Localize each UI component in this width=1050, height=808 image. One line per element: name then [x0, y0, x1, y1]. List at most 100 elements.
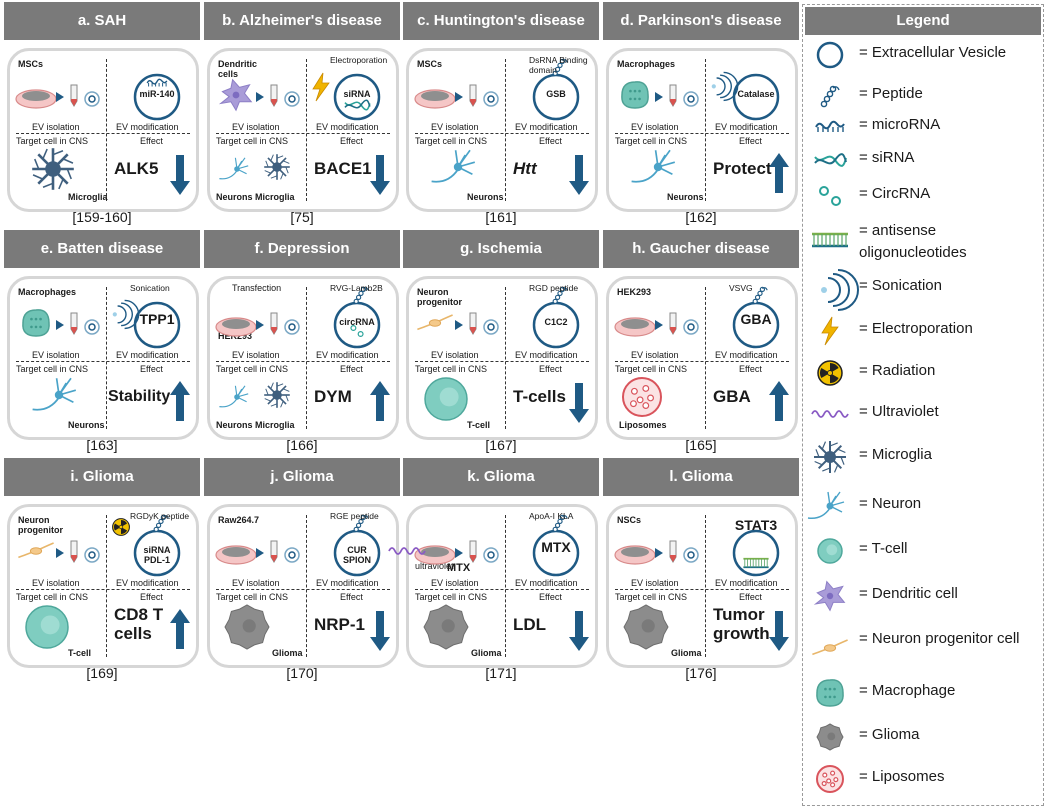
legend-item-label: = CircRNA	[859, 185, 931, 202]
target-cell-graphic	[32, 148, 74, 190]
effect-label: BACE1	[314, 159, 372, 178]
legend-item: = Extracellular Vesicle	[803, 37, 1041, 77]
effect-header: Effect	[739, 592, 762, 602]
microglia-icon	[814, 441, 846, 473]
ev-modification-label: EV modification	[715, 122, 778, 132]
antisense-oligonucleotides-icon	[812, 232, 848, 248]
legend-item-label: = Extracellular Vesicle	[859, 44, 1007, 61]
ev-modification-graphic	[732, 529, 780, 577]
sirna-icon	[814, 153, 847, 167]
source-cell-label: Raw264.7	[218, 515, 260, 525]
target-cell-label: T-cell	[467, 420, 491, 430]
effect-header: Effect	[340, 364, 363, 374]
legend-item-label: = Neuron	[859, 495, 922, 512]
legend-item: = Peptide	[803, 78, 1041, 118]
legend-title: Legend	[805, 7, 1041, 35]
modification-label: STAT3	[734, 517, 778, 533]
t-cell-icon	[817, 538, 843, 564]
panel-title: c. Huntington's disease	[403, 2, 599, 40]
quadrant-divider-vertical	[505, 287, 506, 429]
modification-label: MTX	[541, 539, 571, 555]
quadrant-divider-horizontal	[216, 133, 390, 134]
effect-label: NRP-1	[314, 615, 366, 634]
up-arrow-icon	[170, 609, 190, 649]
source-cell-label: Dendritic cells	[218, 59, 258, 79]
target-cell-label: T-cell	[68, 648, 92, 658]
quadrant-divider-vertical	[505, 515, 506, 657]
ev-modification-graphic	[532, 58, 580, 121]
panel-title: f. Depression	[204, 230, 400, 268]
ev-isolation-label: EV isolation	[631, 578, 679, 588]
quadrant-divider-vertical	[106, 59, 107, 201]
up-arrow-icon	[170, 381, 190, 421]
quadrant-divider-vertical	[705, 515, 706, 657]
ev-isolation-graphic	[215, 540, 300, 565]
effect-header: Effect	[739, 364, 762, 374]
target-cell-header: Target cell in CNS	[16, 364, 89, 374]
modification-label: Catalase	[737, 89, 775, 99]
legend-item-label: = Macrophage	[859, 682, 956, 699]
legend-item: = siRNA	[803, 142, 1041, 182]
target-cell-header: Target cell in CNS	[415, 592, 488, 602]
target-cell-graphic	[631, 149, 676, 183]
ev-modification-label: EV modification	[316, 122, 379, 132]
target-cell-label: Glioma	[671, 648, 702, 658]
panel-title: e. Batten disease	[4, 230, 200, 268]
ev-isolation-label: EV isolation	[431, 578, 479, 588]
ev-isolation-label: EV isolation	[431, 122, 479, 132]
ultraviolet-icon	[811, 410, 849, 418]
reference-label: [162]	[685, 209, 717, 225]
panel-title: d. Parkinson's disease	[603, 2, 799, 40]
quadrant-divider-horizontal	[415, 589, 589, 590]
ev-isolation-label: EV isolation	[32, 350, 80, 360]
macrophage-icon	[816, 679, 844, 707]
legend-box: Legend = Extracellular Vesicle = Peptide =…	[802, 4, 1044, 806]
source-cell-label: Neuron progenitor	[417, 287, 462, 307]
target-cell-graphic	[32, 377, 77, 411]
reference-label: [165]	[685, 437, 717, 453]
modification-label: miR-140	[139, 89, 175, 99]
ev-modification-graphic	[312, 72, 381, 121]
quadrant-divider-horizontal	[16, 361, 190, 362]
ev-modification-graphic	[133, 73, 181, 121]
source-method-label: Transfection	[232, 283, 282, 293]
quadrant-divider-horizontal	[615, 133, 789, 134]
modification-label: C1C2	[544, 317, 568, 327]
reference-label: [176]	[685, 665, 717, 681]
target-cell-label: Neurons	[667, 192, 704, 202]
microrna-icon	[815, 120, 845, 132]
ev-modification-graphic	[732, 286, 780, 349]
modification-method-label: Sonication	[130, 283, 170, 293]
quadrant-divider-horizontal	[216, 589, 390, 590]
legend-item-label: = Dendritic cell	[859, 585, 958, 602]
legend-item-label: = Peptide	[859, 85, 923, 102]
target-cell-label: Glioma	[471, 648, 502, 658]
ev-modification-label: EV modification	[515, 578, 578, 588]
target-cell-graphic	[219, 382, 290, 408]
effect-label: GBA	[713, 387, 751, 406]
modification-label: circRNA	[339, 317, 375, 327]
quadrant-divider-horizontal	[16, 133, 190, 134]
modification-method-label: RGDyK peptide	[130, 511, 190, 521]
ev-isolation-graphic	[18, 540, 100, 563]
up-arrow-icon	[769, 381, 789, 421]
up-arrow-icon	[769, 153, 789, 193]
ev-modification-label: EV modification	[316, 350, 379, 360]
legend-item-label: = Electroporation	[859, 320, 973, 337]
up-arrow-icon	[370, 381, 390, 421]
legend-item-label: = Neuron progenitor cell	[859, 630, 1020, 647]
legend-item: = antisense oligonucleotides	[803, 222, 1041, 262]
ev-isolation-graphic	[215, 312, 300, 337]
legend-item: = Ultraviolet	[803, 396, 1041, 436]
source-cell-label: HEK293	[617, 287, 652, 297]
ev-modification-label: EV modification	[715, 350, 778, 360]
target-cell-graphic	[424, 377, 468, 421]
